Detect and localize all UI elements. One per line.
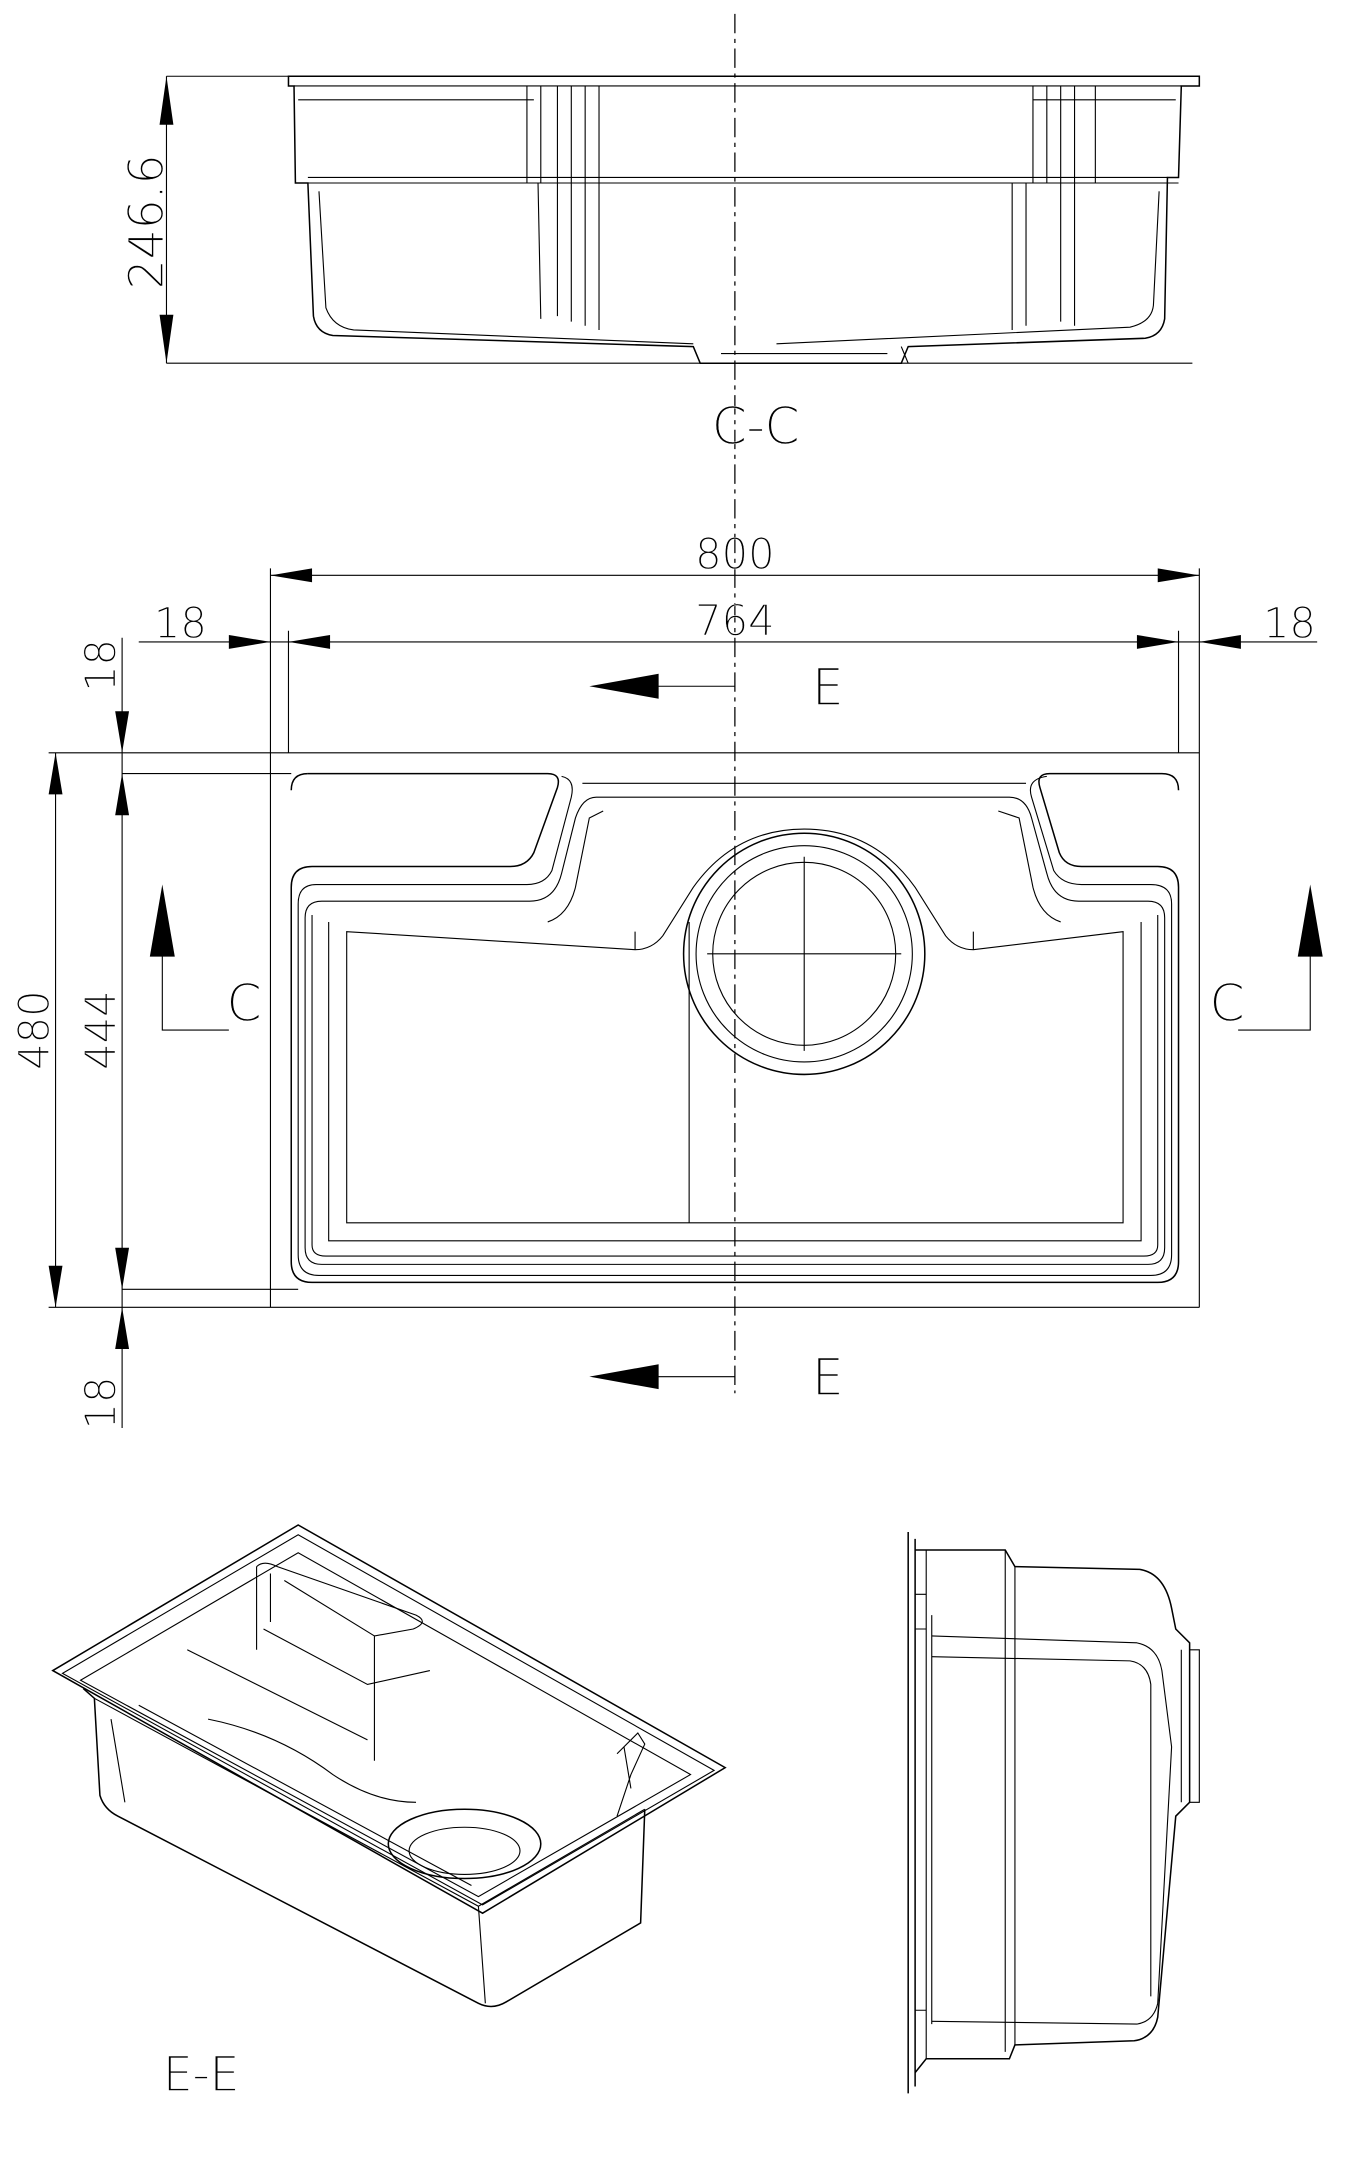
inner-depth-label: 444 <box>76 990 125 1069</box>
right-margin-label: 18 <box>1263 599 1316 648</box>
plan-view: 800 764 18 18 480 444 18 18 E <box>9 529 1323 1430</box>
bottom-margin-label: 18 <box>76 1377 125 1430</box>
section-e-arrow-top <box>589 673 659 699</box>
top-margin-label: 18 <box>76 639 125 692</box>
side-section-view <box>907 1531 1200 2094</box>
overall-depth-label: 480 <box>10 990 59 1069</box>
section-e-top-label: E <box>812 658 844 716</box>
section-cc-view: 246.6 C-C <box>119 75 1201 456</box>
section-c-arrow-right <box>1297 884 1323 957</box>
section-e-bottom-label: E <box>812 1349 844 1407</box>
section-c-left-label: C <box>227 974 262 1032</box>
section-c-right-label: C <box>1210 974 1245 1032</box>
overall-width-label: 800 <box>695 529 774 578</box>
section-e-arrow-bottom <box>589 1364 659 1390</box>
isometric-view: E-E <box>51 1524 727 2103</box>
left-margin-label: 18 <box>154 599 207 648</box>
inner-width-label: 764 <box>695 596 774 645</box>
section-cc-label: C-C <box>712 398 800 456</box>
isometric-view-label: E-E <box>163 2048 240 2103</box>
height-dimension-label: 246.6 <box>119 154 174 289</box>
section-c-arrow-left <box>149 884 175 957</box>
drain-outer-ring <box>682 832 926 1076</box>
